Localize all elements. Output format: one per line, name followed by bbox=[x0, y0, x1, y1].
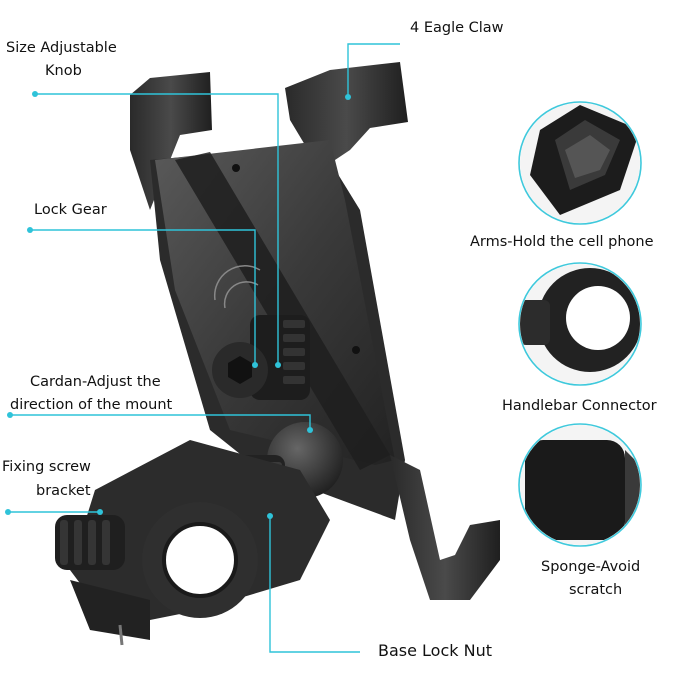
detail-sponge bbox=[518, 423, 642, 547]
label-eagle-claw: 4 Eagle Claw bbox=[410, 20, 504, 36]
screw-top bbox=[232, 164, 240, 172]
fixing-screw-pin bbox=[118, 624, 124, 646]
label-handlebar: Handlebar Connector bbox=[502, 398, 657, 414]
clamp-lower-band bbox=[70, 580, 150, 640]
label-fixing-1: Fixing screw bbox=[2, 459, 91, 475]
label-fixing-2: bracket bbox=[36, 483, 91, 499]
screw-mid bbox=[352, 346, 360, 354]
claw-top-left bbox=[130, 72, 212, 210]
label-sponge-2: scratch bbox=[569, 582, 623, 598]
label-size-knob-2: Knob bbox=[45, 63, 82, 79]
label-lock-gear: Lock Gear bbox=[34, 202, 107, 218]
detail-handlebar bbox=[518, 262, 642, 386]
label-cardan-1: Cardan-Adjust the bbox=[30, 374, 161, 390]
label-size-knob-1: Size Adjustable bbox=[6, 40, 117, 56]
label-cardan-2: direction of the mount bbox=[10, 397, 173, 413]
label-arms: Arms-Hold the cell phone bbox=[470, 234, 654, 250]
rotate-arrows-icon bbox=[213, 265, 261, 309]
detail-claw bbox=[518, 101, 642, 225]
diagonal-spine bbox=[175, 152, 390, 470]
leader-lines bbox=[5, 43, 400, 653]
fixing-knob bbox=[55, 515, 125, 570]
label-base-nut: Base Lock Nut bbox=[378, 641, 492, 660]
claw-bottom-right bbox=[390, 455, 500, 600]
label-sponge-1: Sponge-Avoid bbox=[541, 559, 641, 575]
phone-holder bbox=[55, 62, 500, 646]
lock-gear bbox=[212, 315, 310, 400]
